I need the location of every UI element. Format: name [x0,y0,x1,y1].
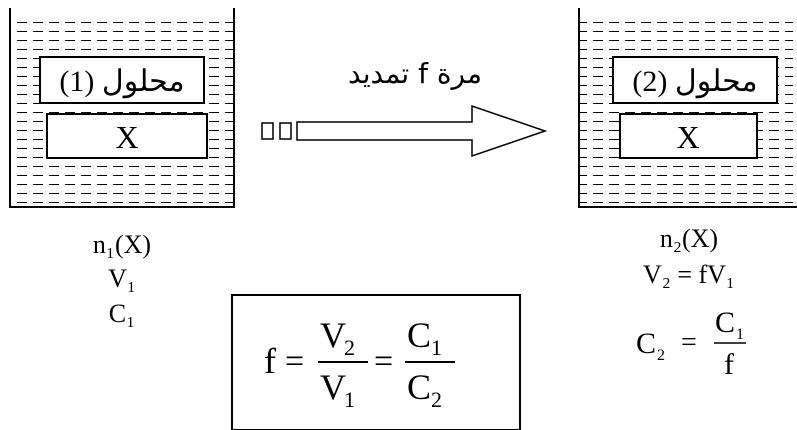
left-concentration: C₁ [109,299,135,328]
right-solute-label: X [676,119,699,155]
formula-frac1-num: V [320,315,346,355]
left-beaker: محلول (1) X [9,8,235,208]
right-conc-den: f [724,348,734,381]
formula-eq2: = [374,343,393,380]
arrow-tail-square-1 [261,122,274,140]
formula-frac1-num-sub: 2 [344,335,355,360]
right-volume: V₂ = fV₁ [643,260,735,289]
right-conc-eq: = [681,327,697,358]
left-beaker-outline [9,8,235,208]
right-solution-box [612,56,778,104]
left-solute-box [46,113,208,159]
left-solution-label: محلول (1) [59,65,184,99]
left-volume: V₁ [108,264,136,293]
left-solution-box [39,56,205,104]
formula-lhs: f [264,341,276,381]
formula-frac2-num-sub: 1 [431,335,442,360]
right-concentration-equation: C 2 = C 1 f [636,306,746,381]
formula-box [231,294,521,430]
left-moles: n₁(X) [93,230,151,259]
dilution-arrow: تمديد f مرة [261,57,548,158]
right-solute-box [619,113,758,159]
left-solute-label: X [115,119,138,155]
right-beaker: محلول (2) X [578,8,797,208]
right-solution-label: محلول (2) [632,65,757,99]
right-conc-num-sub: 1 [736,326,744,343]
right-beaker-outline [578,8,797,208]
arrow-body [296,104,548,158]
right-conc-num: C [715,306,735,339]
right-moles: n₂(X) [660,224,718,253]
formula-frac2-num: C [407,315,431,355]
formula-eq1: = [285,343,304,380]
right-conc-lhs: C [636,327,656,360]
formula-frac2-den-sub: 2 [431,387,442,412]
dilution-label: تمديد f مرة [348,57,482,90]
formula-frac2-den: C [407,367,431,407]
formula-frac1-den: V [320,367,346,407]
formula-frac1-den-sub: 1 [344,387,355,412]
right-conc-lhs-sub: 2 [657,347,665,364]
dilution-formula: f = V 2 V 1 = C 1 C 2 [231,294,521,430]
arrow-tail-square-2 [279,122,292,140]
